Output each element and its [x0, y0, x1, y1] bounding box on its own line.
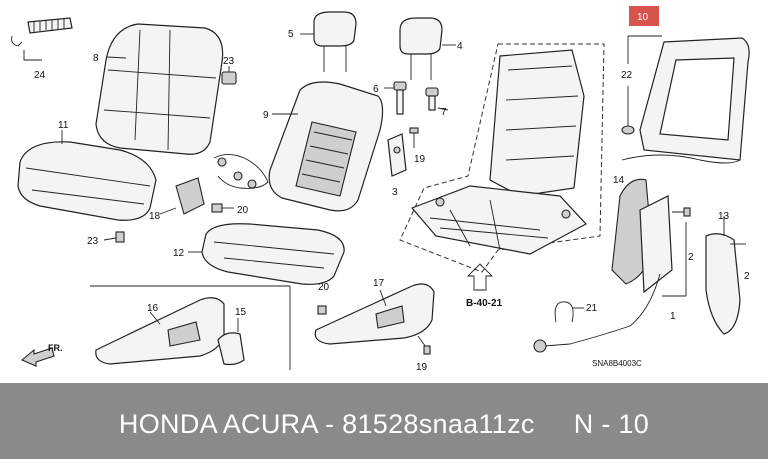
callout: 7 — [441, 107, 447, 118]
callout: 24 — [34, 70, 46, 81]
callout: 22 — [621, 70, 633, 81]
part-23-clip — [221, 66, 237, 85]
callout: 4 — [457, 41, 463, 52]
callout: 13 — [718, 211, 730, 222]
caption-bar: HONDA ACURA - 81528snaa11zc N - 10 — [0, 383, 768, 459]
part-6-guide — [384, 81, 407, 115]
front-direction-label: FR. — [48, 343, 63, 353]
part-19-bolt — [409, 127, 419, 148]
part-4-headrest — [399, 17, 456, 80]
part-15-knob — [217, 318, 245, 366]
callout: 23 — [223, 56, 235, 67]
callout: 8 — [93, 53, 99, 64]
section-ref-arrow — [466, 263, 494, 291]
part-1-harness — [533, 195, 687, 353]
part-17-side-cover — [314, 283, 435, 345]
callout: 15 — [235, 307, 247, 318]
drawing-code: SNA8B4003C — [592, 359, 642, 368]
part-9-seatback-pad — [268, 81, 384, 212]
callout: 23 — [87, 236, 99, 247]
callout: 19 — [416, 362, 428, 373]
part-5-headrest — [300, 11, 357, 72]
callout: 14 — [613, 175, 625, 186]
part-13-side-panel — [705, 216, 741, 335]
part-2-bolt — [672, 207, 746, 245]
callout: 1 — [670, 311, 676, 322]
callout: 2 — [688, 252, 694, 263]
callout: 5 — [288, 29, 294, 40]
part-23-lower-clip — [103, 231, 125, 243]
callout: 2 — [744, 271, 750, 282]
part-16-side-cover — [95, 297, 225, 365]
part-3-bracket — [387, 133, 407, 177]
callout: 18 — [149, 211, 161, 222]
part-20-lower-clip — [317, 305, 327, 315]
section-ref-label: B-40-21 — [466, 298, 503, 309]
callout-highlighted: 10 — [637, 12, 649, 23]
callout: 21 — [586, 303, 598, 314]
part-19-lower-bolt — [417, 335, 431, 355]
part-8-seatback-cover — [95, 23, 224, 155]
wiring-harness-left — [213, 154, 269, 189]
part-caption: HONDA ACURA - 81528snaa11zc N - 10 — [118, 409, 650, 439]
part-24-clip-strip — [11, 17, 73, 61]
callout: 16 — [147, 303, 159, 314]
part-18-bracket — [159, 177, 205, 215]
front-direction-arrow — [20, 347, 55, 367]
part-11-cushion-cover — [17, 130, 157, 221]
part-21-clip — [554, 301, 584, 323]
callout: 19 — [414, 154, 426, 165]
seat-frame-assembly — [399, 43, 605, 273]
part-10-highlight — [629, 6, 659, 26]
parts-diagram: B-40-21 — [11, 6, 750, 373]
callout: 20 — [237, 205, 249, 216]
callout-labels: 24 8 23 5 6 7 4 9 19 3 11 18 20 23 12 10… — [34, 12, 750, 373]
part-10-frame — [621, 37, 750, 164]
callout: 11 — [58, 120, 69, 131]
callout: 3 — [392, 187, 398, 198]
part-20-clip — [211, 203, 234, 213]
callout: 6 — [373, 84, 379, 95]
part-22-leader — [621, 35, 662, 135]
callout: 12 — [173, 248, 185, 259]
callout: 9 — [263, 110, 269, 121]
diagram-canvas: B-40-21 — [11, 6, 750, 373]
part-7-guide — [425, 87, 449, 111]
callout: 17 — [373, 278, 385, 289]
part-12-cushion-pad — [188, 223, 345, 285]
callout: 20 — [318, 282, 330, 293]
